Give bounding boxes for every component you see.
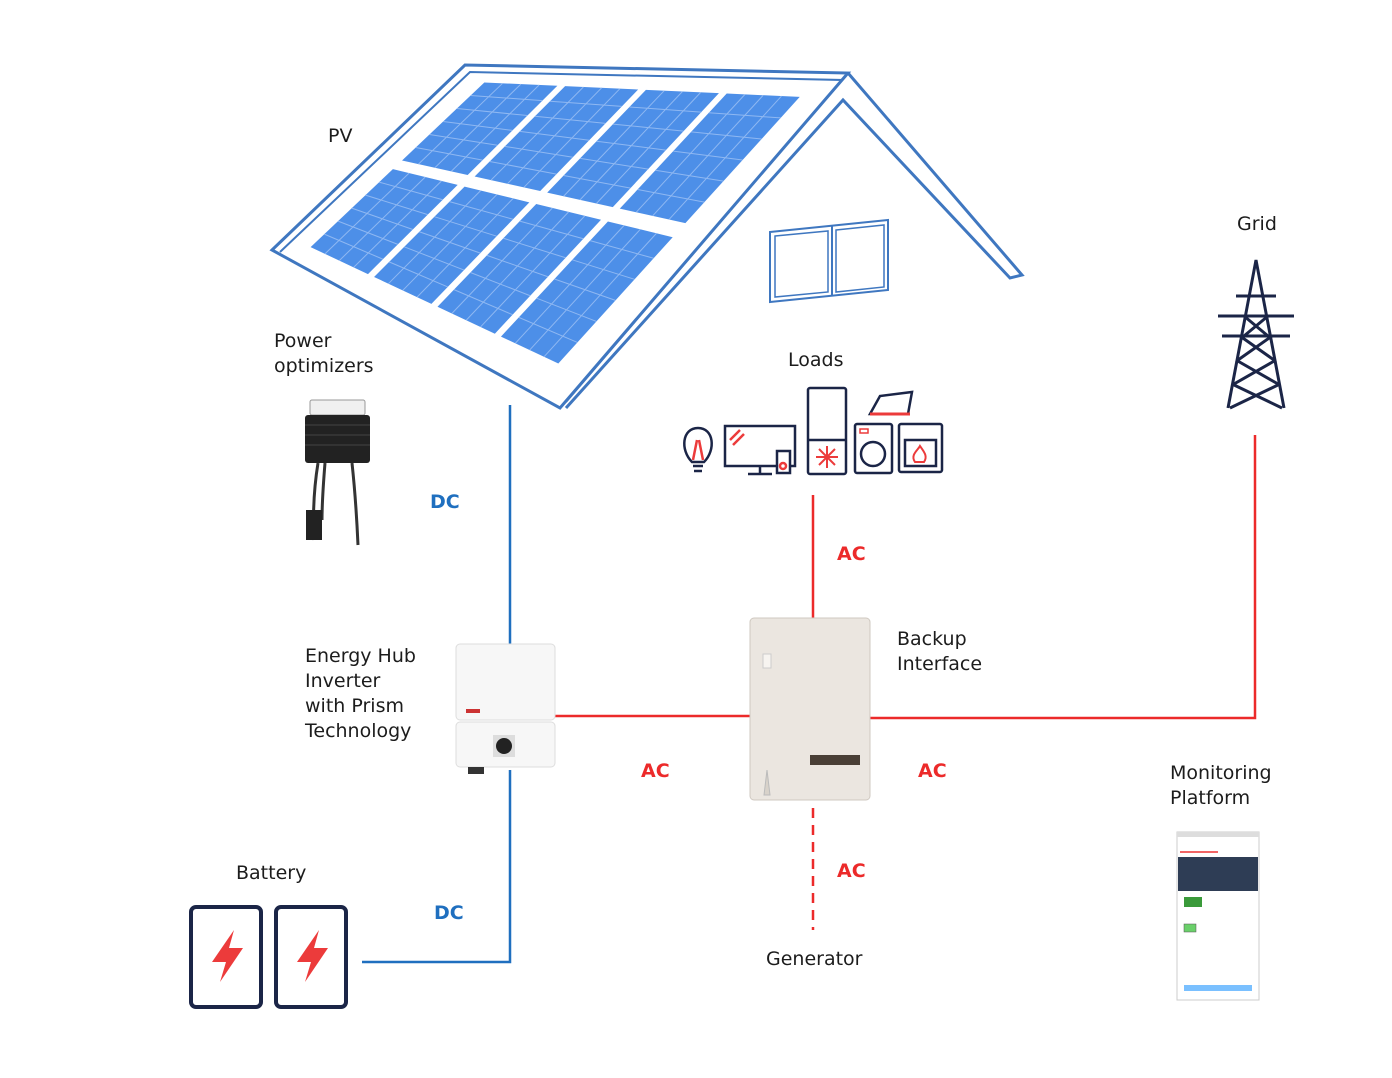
oven-icon — [897, 422, 944, 474]
label-monitoring: Monitoring Platform — [1170, 762, 1272, 809]
house-window — [769, 218, 889, 304]
grid-tower-icon — [1218, 259, 1294, 410]
dc-lines — [362, 405, 512, 964]
panel-cell-line — [543, 232, 657, 358]
panel-cell-line — [418, 82, 503, 165]
panel-cell-line — [338, 176, 426, 261]
solar-panel — [374, 186, 530, 304]
panel-cell-line — [450, 84, 540, 172]
panel-cell-line — [480, 215, 586, 328]
panel-cell-line — [579, 91, 683, 201]
monitoring-app-screenshot — [1176, 831, 1260, 1001]
panel-cell-line — [652, 94, 764, 217]
panel-cell-line — [596, 92, 702, 204]
label-inverter: Energy Hub Inverter with Prism Technolog… — [305, 645, 416, 742]
label-ac-inverter-backup: AC — [641, 760, 670, 782]
backup-interface-image — [749, 617, 871, 801]
label-battery: Battery — [236, 862, 307, 884]
panel-cell-line — [514, 225, 625, 344]
panel-cell-line — [465, 211, 569, 321]
label-loads: Loads — [788, 349, 844, 371]
power-optimizer-image — [305, 399, 370, 546]
panel-cell-line — [402, 194, 498, 291]
label-power-optimizers: Power optimizers — [274, 330, 374, 377]
washing-machine-icon — [853, 422, 894, 475]
inverter-image — [455, 643, 556, 774]
panel-cell-line — [668, 95, 782, 220]
panel-cell-line — [451, 207, 553, 314]
tv-icon — [723, 424, 797, 476]
iron-icon — [867, 390, 914, 416]
house-right-slope — [564, 72, 1025, 410]
solar-panel — [310, 169, 458, 275]
panel-cell-line — [529, 228, 641, 351]
loads-icons — [683, 386, 944, 476]
solar-panels — [310, 82, 800, 364]
lightbulb-icon — [683, 426, 713, 473]
panel-cell-line — [388, 190, 482, 285]
dc-line-inverter-battery — [362, 770, 512, 964]
label-generator: Generator — [766, 948, 863, 970]
panel-cell-line — [434, 83, 522, 169]
solar-panel — [437, 204, 602, 334]
roof-inner-edge — [279, 70, 845, 403]
label-backup-interface: Backup Interface — [897, 628, 983, 675]
panel-cell-line — [523, 88, 621, 188]
panel-cell-line — [416, 198, 514, 298]
label-ac-generator: AC — [837, 860, 866, 882]
ac-lines — [555, 435, 1257, 930]
label-ac-loads: AC — [837, 543, 866, 565]
panel-cell-line — [490, 86, 584, 181]
panel-cell-line — [324, 172, 410, 255]
fridge-icon — [806, 386, 848, 476]
label-grid: Grid — [1237, 213, 1277, 235]
ac-line-backup-grid — [870, 435, 1257, 720]
panel-cell-line — [507, 87, 602, 185]
panel-cell-line — [353, 180, 442, 268]
label-dc-optimizers: DC — [430, 491, 460, 513]
label-pv: PV — [328, 125, 353, 147]
label-ac-backup-grid: AC — [918, 760, 947, 782]
battery-icons — [189, 905, 348, 1009]
label-dc-battery: DC — [434, 902, 464, 924]
panel-cell-line — [635, 94, 746, 213]
panel-cell-line — [563, 90, 665, 197]
